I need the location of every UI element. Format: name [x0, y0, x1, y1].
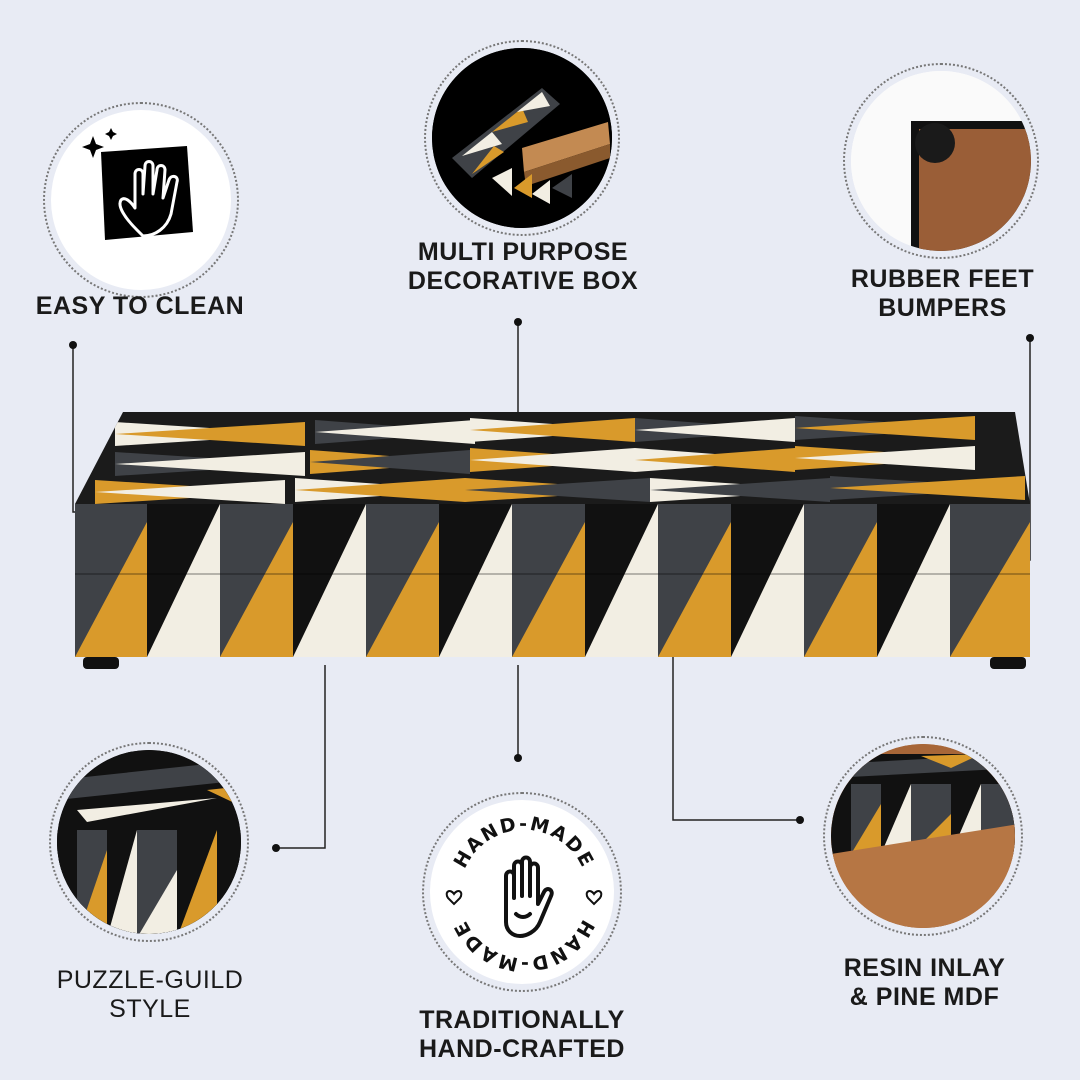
resin-inlay-circle — [823, 736, 1023, 936]
puzzle-pattern-detail-image — [57, 750, 241, 934]
multi-purpose-circle — [424, 40, 620, 236]
rubber-feet-line1: RUBBER FEET — [850, 265, 1035, 293]
resin-inlay-line1: RESIN INLAY — [843, 954, 1006, 982]
resin-inlay-line2: & PINE MDF — [849, 983, 1000, 1011]
decorative-box-image — [75, 412, 1030, 669]
handmade-badge: HAND-MADE HAND-MADE — [445, 813, 603, 975]
badge-top-text: HAND-MADE — [450, 813, 597, 872]
svg-text:HAND-MADE: HAND-MADE — [450, 916, 599, 975]
multi-purpose-line1: MULTI PURPOSE — [417, 238, 629, 266]
raised-hand-icon — [504, 855, 554, 938]
hand-crafted-circle: HAND-MADE HAND-MADE — [422, 792, 622, 992]
rubber-feet-detail-image — [851, 71, 1031, 251]
hand-crafted-line1: TRADITIONALLY — [419, 1006, 625, 1034]
heart-icon — [445, 890, 463, 906]
hand-crafted-label: TRADITIONALLY HAND-CRAFTED — [390, 1006, 654, 1064]
rubber-feet-circle — [843, 63, 1039, 259]
rubber-feet-label: RUBBER FEET BUMPERS — [820, 265, 1065, 323]
cleaning-cloth-hand-icon — [82, 128, 193, 240]
resin-inlay-label: RESIN INLAY & PINE MDF — [802, 954, 1047, 1012]
multi-purpose-label: MULTI PURPOSE DECORATIVE BOX — [388, 238, 658, 296]
puzzle-guild-line1: PUZZLE-GUILD — [56, 966, 244, 994]
heart-icon — [585, 890, 603, 906]
hand-crafted-line2: HAND-CRAFTED — [419, 1035, 625, 1063]
open-box-detail-image — [432, 48, 612, 228]
puzzle-guild-label: PUZZLE-GUILD STYLE — [30, 966, 270, 1024]
puzzle-guild-line2: STYLE — [109, 995, 191, 1023]
multi-purpose-line2: DECORATIVE BOX — [407, 267, 639, 295]
rubber-feet-line2: BUMPERS — [878, 294, 1007, 322]
resin-inlay-detail-image — [831, 744, 1015, 928]
badge-bottom-text: HAND-MADE — [450, 916, 597, 975]
easy-clean-circle — [43, 102, 239, 298]
easy-clean-line1: EASY TO CLEAN — [35, 292, 245, 320]
puzzle-guild-circle — [49, 742, 249, 942]
svg-text:HAND-MADE: HAND-MADE — [450, 813, 599, 872]
easy-clean-label: EASY TO CLEAN — [20, 292, 260, 321]
